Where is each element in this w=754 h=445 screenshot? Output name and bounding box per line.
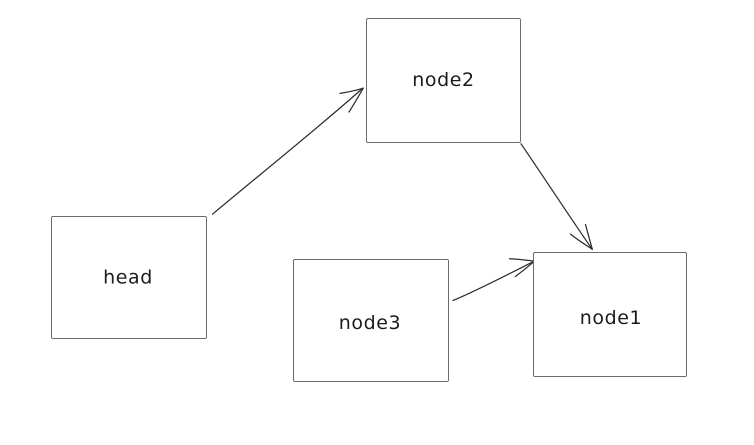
node-head-label: head xyxy=(103,266,153,288)
node-node2[interactable]: node2 xyxy=(366,18,521,143)
arrowhead-icon xyxy=(348,87,364,113)
arrowhead-icon xyxy=(584,223,593,250)
node-node3-label: node3 xyxy=(338,311,402,334)
node-head[interactable]: head xyxy=(51,216,207,339)
edge-head-to-node2 xyxy=(211,87,364,215)
arrowhead-icon xyxy=(514,260,536,278)
arrowhead-icon xyxy=(508,258,536,262)
arrowhead-icon xyxy=(339,87,364,95)
node-node1[interactable]: node1 xyxy=(533,252,687,377)
node-node1-label: node1 xyxy=(579,306,643,329)
arrowhead-icon xyxy=(569,233,593,250)
node-node2-label: node2 xyxy=(412,68,475,91)
node-node3[interactable]: node3 xyxy=(293,259,449,382)
edge-node2-to-node1 xyxy=(520,143,593,250)
edge-node3-to-node1 xyxy=(452,258,536,302)
